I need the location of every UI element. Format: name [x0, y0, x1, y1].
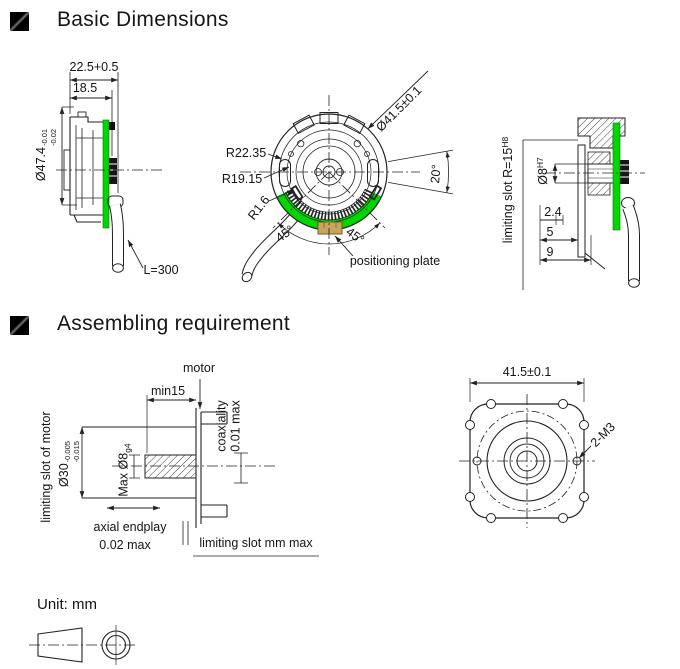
basic-side-view-drawing: [56, 72, 165, 273]
shaft-bore-label: Ø8H7: [534, 157, 550, 185]
motor-label: motor: [183, 360, 215, 375]
limiting-slot-label: limiting slot R=15H8: [499, 136, 515, 244]
cone-front-view: [101, 625, 131, 665]
limiting-slot-tabs: [290, 184, 383, 202]
limiting-slot-note-lines: [182, 521, 319, 557]
coaxiality-bracket: [234, 452, 248, 484]
positioning-plate-label: positioning plate: [349, 253, 441, 268]
cable-length-leader: [127, 239, 144, 269]
pcb-green-strip: [612, 122, 621, 231]
shaft-bore-dimension: [552, 163, 588, 184]
section-bullet-basic: [10, 12, 29, 31]
basic-front-view-drawing: [240, 70, 454, 283]
pcb-green-strip: [102, 119, 110, 229]
dim-body-depth-label: 18.5: [72, 80, 98, 95]
cable: [621, 197, 640, 288]
angle-45-arc: [277, 222, 381, 245]
assembly-section-drawing: [79, 379, 319, 557]
centerlines: [240, 95, 420, 255]
assembly-flange-drawing: [459, 378, 595, 528]
motor-shaft: [144, 454, 197, 479]
cone-side-view: [37, 627, 83, 663]
limiting-slot-of-motor-label: limiting slot of motor: [38, 411, 53, 523]
left-obround-slot: [279, 159, 291, 187]
shaft-max-label: Max Ø8g4: [116, 443, 133, 497]
coaxiality-label: coaxiality 0.01 max: [214, 400, 243, 452]
dim-9-label: 9: [546, 244, 554, 259]
section-title-basic: Basic Dimensions: [57, 8, 229, 31]
unit-note: Unit: mm: [37, 596, 97, 613]
dim-2-4-label: 2.4: [544, 204, 562, 219]
encoder-housing-section: [63, 111, 103, 223]
shaft-max-bracket: [129, 454, 140, 479]
dim-housing-diameter-label: Ø47.4-0.01-0.02: [33, 128, 58, 182]
axial-endplay-label: axial endplay: [93, 519, 167, 534]
angle-20-wedge: [387, 149, 454, 195]
pcb-top-component: [109, 122, 115, 130]
connector-block: [109, 158, 117, 184]
slot-angle-label: 20°: [428, 163, 444, 185]
radius-outer-label: R22.35: [225, 145, 267, 160]
cable: [107, 195, 124, 273]
shaft-section: [587, 151, 615, 196]
limiting-slot-note-label: limiting slot mm max: [199, 535, 313, 550]
centerlines: [459, 394, 595, 528]
min15-dimension: [146, 395, 197, 453]
motor-boss-outline: [82, 426, 196, 499]
cable-length-label: L=300: [143, 262, 179, 277]
limiting-slot-extension: [522, 139, 578, 290]
basic-rear-view-drawing: [522, 117, 645, 290]
mounting-flange: [577, 144, 606, 270]
boss-diameter-label: Ø30-0.005-0.015: [56, 441, 81, 487]
flange-outline: [465, 399, 589, 523]
section-bullet-assembling: [10, 316, 29, 335]
min-shaft-length-label: min15: [150, 383, 186, 398]
stacked-dimensions: [539, 205, 592, 265]
cable: [241, 208, 303, 283]
radius-inner-label: R19.15: [221, 171, 263, 186]
section-title-assembling: Assembling requirement: [57, 312, 291, 335]
dim-overall-depth-label: 22.5+0.5: [69, 59, 119, 74]
positioning-plate: [317, 221, 343, 235]
flange-width-dimension: [469, 378, 585, 402]
dim-5-label: 5: [546, 224, 554, 239]
connector-block: [620, 160, 629, 184]
axial-endplay-value: 0.02 max: [99, 537, 151, 552]
radius-leaders: [263, 70, 429, 257]
projection-symbol-drawing: [29, 625, 137, 665]
screw-spec-leader: [578, 445, 592, 459]
flange-width-label: 41.5±0.1: [502, 364, 552, 379]
right-obround-slot: [367, 159, 379, 187]
